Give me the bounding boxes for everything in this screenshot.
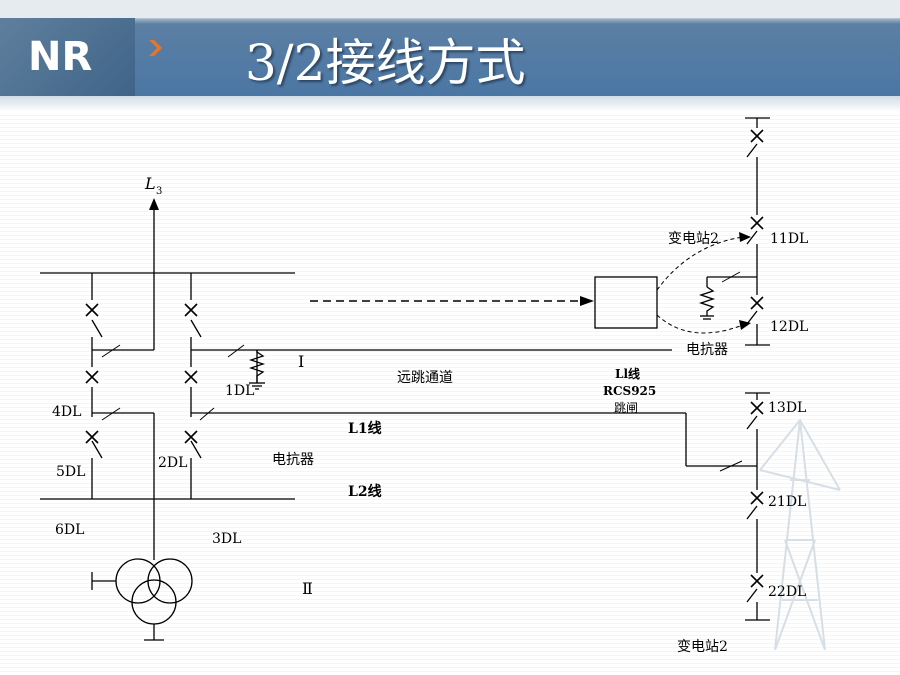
l3-arrow-icon <box>149 198 159 210</box>
breaker-x-icon <box>184 430 198 444</box>
title-bar: NR 3/2接线方式 <box>0 0 900 100</box>
title-bar-fade <box>0 96 900 112</box>
breaker-x-icon <box>750 574 764 588</box>
bus-i-label: Ⅰ <box>298 352 304 371</box>
l3-label: L <box>144 174 156 193</box>
left-substation <box>40 205 686 641</box>
l2-line-label: L2线 <box>348 483 382 500</box>
right-breakers <box>750 129 764 588</box>
breaker-x-icon <box>184 370 198 384</box>
diagram-labels: L 3 Ⅰ Ⅱ 1DL 2DL 3DL 4DL 5DL 6DL 11DL 12D… <box>52 174 808 655</box>
substation2-top-label: 变电站2 <box>668 231 719 247</box>
breaker-x-icon <box>750 216 764 230</box>
l3-subscript: 3 <box>156 186 162 197</box>
breaker-x-icon <box>750 491 764 505</box>
logo-text: NR <box>28 34 92 80</box>
logo-panel: NR <box>0 18 135 96</box>
dl13-label: 13DL <box>768 400 806 416</box>
dl6-label: 6DL <box>55 522 84 538</box>
dl3-label: 3DL <box>212 531 241 547</box>
breaker-x-icon <box>750 296 764 310</box>
trip-curve-lower <box>656 314 744 334</box>
breaker-x-icon <box>85 303 99 317</box>
right-substation <box>594 117 770 621</box>
rcs-model-label: RCS925 <box>603 384 656 398</box>
breaker-x-icon <box>85 430 99 444</box>
remote-trip-channel-label: 远跳通道 <box>397 370 453 386</box>
reactor-right-label: 电抗器 <box>686 342 728 358</box>
dl22-label: 22DL <box>768 584 806 600</box>
bus-ii-label: Ⅱ <box>302 579 313 598</box>
rcs-trip-label: 跳闸 <box>614 401 638 415</box>
reactor-left-label: 电抗器 <box>272 452 314 468</box>
breaker-x-icon <box>750 129 764 143</box>
dl12-label: 12DL <box>770 319 808 335</box>
arrow-head-icon <box>739 320 751 330</box>
breaker-x-icon <box>184 303 198 317</box>
page-title: 3/2接线方式 <box>245 34 526 92</box>
substation2-bottom-label: 变电站2 <box>677 639 728 655</box>
dl2-label: 2DL <box>158 455 187 471</box>
dl21-label: 21DL <box>768 494 806 510</box>
dl11-label: 11DL <box>770 231 808 247</box>
dl4-label: 4DL <box>52 404 81 420</box>
relay-box <box>594 276 658 329</box>
left-breakers <box>85 303 198 444</box>
arrow-head-icon <box>580 296 594 306</box>
breaker-x-icon <box>750 401 764 415</box>
dl5-label: 5DL <box>56 464 85 480</box>
trip-curve-upper <box>656 236 744 291</box>
rcs-line-label: Ll线 <box>615 366 640 381</box>
arrow-head-icon <box>739 232 751 242</box>
nr-logo-icon: NR <box>28 34 92 80</box>
chevron-right-icon <box>149 40 162 56</box>
title-bar-top-strip <box>0 0 900 18</box>
tower-watermark <box>759 418 841 651</box>
breaker-x-icon <box>85 370 99 384</box>
l1-line-label: L1线 <box>348 420 382 437</box>
dl1-label: 1DL <box>225 383 254 399</box>
